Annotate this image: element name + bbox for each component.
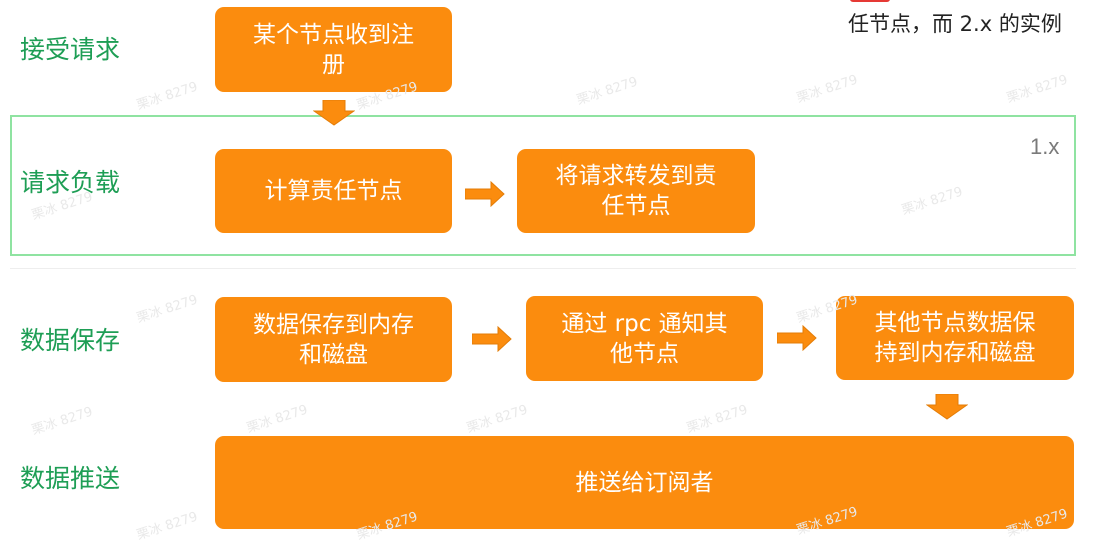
divider xyxy=(10,268,1076,269)
note-highlight-mark xyxy=(850,0,890,2)
box-forward-to-responsible-node: 将请求转发到责 任节点 xyxy=(517,149,755,233)
box-text: 他节点 xyxy=(609,340,679,367)
stage-label-save: 数据保存 xyxy=(20,326,121,355)
watermark: 栗冰 8279 xyxy=(1004,72,1070,107)
box-save-to-memory-and-disk: 数据保存到内存 和磁盘 xyxy=(215,297,452,382)
box-text: 将请求转发到责 xyxy=(555,163,717,189)
arrow-down-icon xyxy=(926,394,968,420)
box-other-nodes-persist: 其他节点数据保 持到内存和磁盘 xyxy=(836,296,1074,380)
stage-label-accept: 接受请求 xyxy=(20,35,121,64)
box-text: 持到内存和磁盘 xyxy=(874,340,1036,366)
box-text: 计算责任节点 xyxy=(264,178,403,204)
watermark: 栗冰 8279 xyxy=(134,509,200,543)
side-note: 任节点，而 2.x 的实例 xyxy=(848,12,1062,36)
stage-label-push: 数据推送 xyxy=(20,464,121,493)
watermark: 栗冰 8279 xyxy=(29,404,95,439)
arrow-down-icon xyxy=(313,100,355,126)
arrow-right-icon xyxy=(777,325,817,351)
watermark: 栗冰 8279 xyxy=(684,402,750,437)
box-text: 推送给订阅者 xyxy=(575,469,714,496)
watermark: 栗冰 8279 xyxy=(244,402,310,437)
box-notify-other-nodes-rpc: 通过 rpc 通知其 他节点 xyxy=(526,296,763,381)
box-text: 某个节点收到注 xyxy=(253,21,414,48)
box-text: 数据保存到内存 xyxy=(253,311,414,338)
box-text: 和磁盘 xyxy=(299,341,368,368)
version-label: 1.x xyxy=(1030,134,1060,159)
box-text: 册 xyxy=(322,51,345,78)
box-text: 通过 rpc 通知其 xyxy=(561,310,728,337)
watermark: 栗冰 8279 xyxy=(134,292,200,327)
box-push-to-subscribers: 推送给订阅者 xyxy=(215,436,1074,529)
box-text: 任节点 xyxy=(601,193,671,219)
watermark: 栗冰 8279 xyxy=(794,72,860,107)
watermark: 栗冰 8279 xyxy=(574,74,640,109)
arrow-right-icon xyxy=(465,181,505,207)
arrow-right-icon xyxy=(472,326,512,352)
box-text: 其他节点数据保 xyxy=(874,310,1036,336)
version-1x-frame xyxy=(10,115,1076,256)
watermark: 栗冰 8279 xyxy=(134,79,200,114)
stage-label-load: 请求负载 xyxy=(20,168,121,197)
watermark: 栗冰 8279 xyxy=(464,402,530,437)
box-compute-responsible-node: 计算责任节点 xyxy=(215,149,452,233)
box-node-receives-registration: 某个节点收到注 册 xyxy=(215,7,452,92)
